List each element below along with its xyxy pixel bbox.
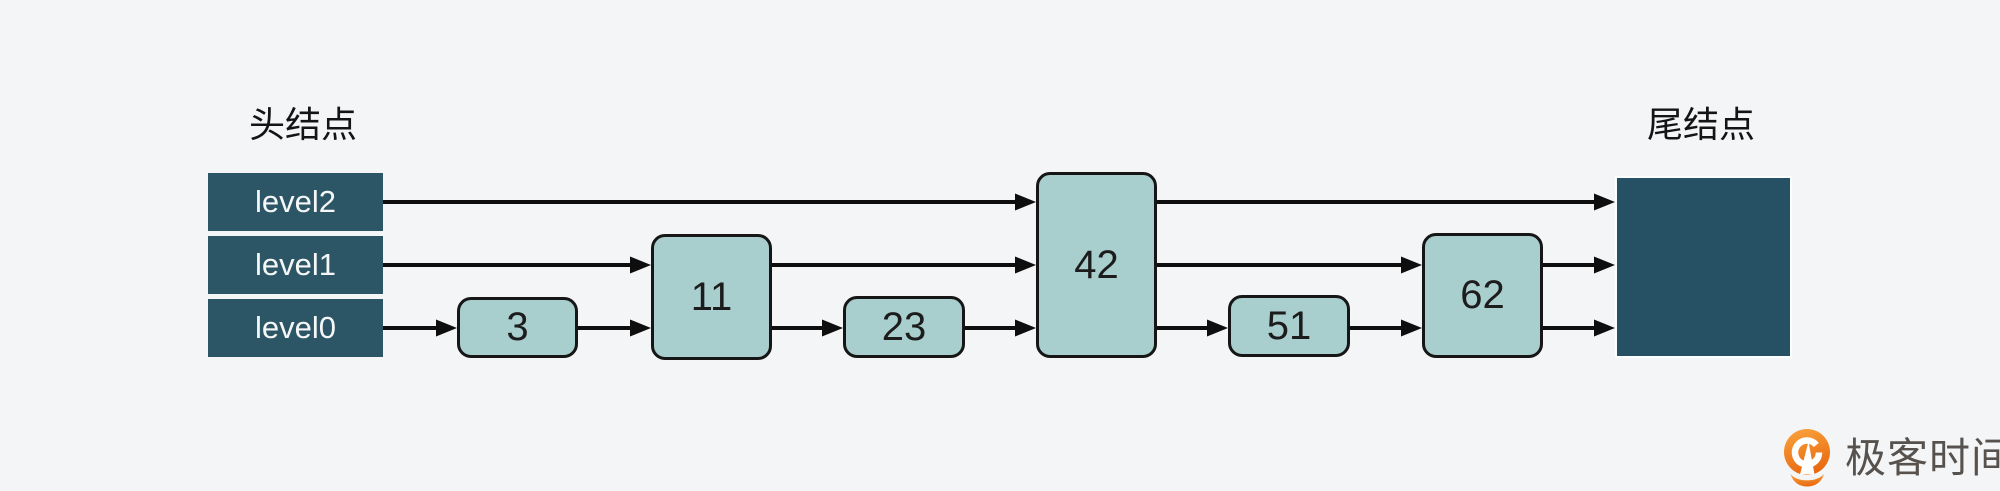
arrow-level0 <box>1350 319 1422 337</box>
arrow-level0 <box>965 319 1036 337</box>
arrow-level1 <box>383 256 651 274</box>
arrow-level0 <box>772 319 843 337</box>
arrow-level1 <box>1543 256 1615 274</box>
arrow-level1 <box>1157 256 1422 274</box>
arrow-level2 <box>383 193 1036 211</box>
tail-node-box <box>1615 176 1792 358</box>
skiplist-node-23: 23 <box>843 296 965 358</box>
skiplist-node-3: 3 <box>457 297 578 358</box>
arrow-level0 <box>383 319 457 337</box>
arrow-level2 <box>1157 193 1615 211</box>
skiplist-node-51: 51 <box>1228 295 1350 357</box>
arrow-level0 <box>1157 319 1228 337</box>
head-node-label: 头结点 <box>248 104 358 145</box>
head-level-row-level1: level1 <box>208 236 383 294</box>
geektime-logo: 极客时间 <box>1779 428 2000 489</box>
tail-node-label: 尾结点 <box>1646 104 1756 145</box>
geektime-logo-text: 极客时间 <box>1845 435 2000 481</box>
arrow-level0 <box>1543 319 1615 337</box>
head-level-row-level0: level0 <box>208 299 383 357</box>
head-level-row-level2: level2 <box>208 173 383 231</box>
skiplist-node-62: 62 <box>1422 233 1543 358</box>
skiplist-node-42: 42 <box>1036 172 1157 358</box>
skiplist-node-11: 11 <box>651 234 772 360</box>
geektime-logo-icon <box>1784 429 1830 487</box>
arrow-level1 <box>772 256 1036 274</box>
arrow-level0 <box>578 319 651 337</box>
